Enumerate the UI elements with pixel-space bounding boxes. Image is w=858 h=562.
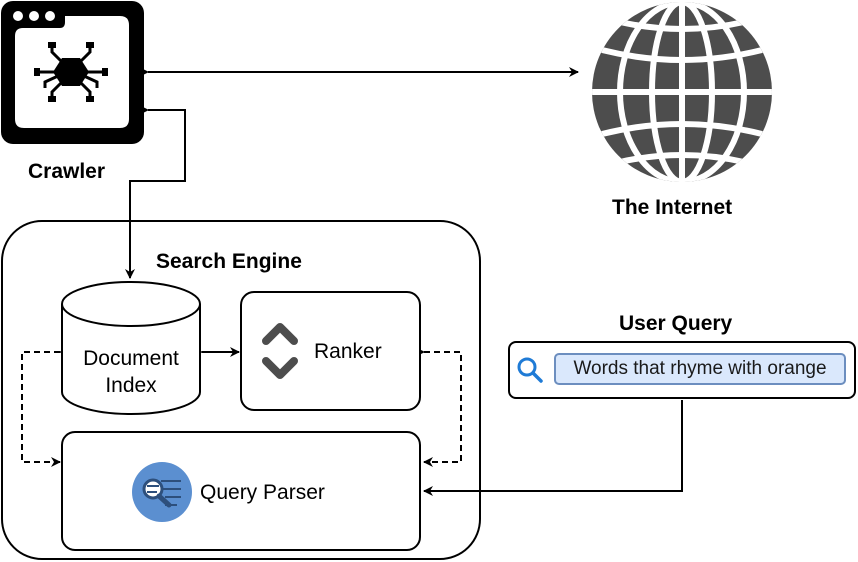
query-search-list-icon bbox=[132, 462, 192, 522]
ranker-parser-dashed-arrow bbox=[415, 347, 462, 467]
user-query-title: User Query bbox=[619, 312, 733, 335]
globe-icon bbox=[592, 2, 772, 182]
userquery-parser-arrow bbox=[423, 400, 683, 496]
crawler-browser-window-icon bbox=[1, 1, 144, 144]
crawler-index-arrow bbox=[125, 105, 186, 279]
search-engine-title: Search Engine bbox=[156, 250, 302, 273]
index-parser-dashed-arrow bbox=[21, 347, 69, 467]
internet-label: The Internet bbox=[612, 196, 733, 219]
user-query-box: Words that rhyme with orange bbox=[508, 341, 856, 399]
ranker-label: Ranker bbox=[314, 340, 382, 363]
query-parser-label: Query Parser bbox=[200, 481, 325, 504]
document-index-label[interactable]: Document Index bbox=[62, 345, 200, 399]
query-parser-node[interactable]: Query Parser bbox=[61, 431, 421, 551]
up-down-chevron-icon bbox=[262, 323, 298, 379]
database-cylinder-icon bbox=[61, 281, 201, 415]
ranker-node[interactable]: Ranker bbox=[240, 291, 421, 411]
search-query-field[interactable]: Words that rhyme with orange bbox=[554, 353, 846, 385]
document-index-line2: Index bbox=[105, 374, 157, 397]
document-index-line1: Document bbox=[83, 347, 179, 370]
search-icon[interactable] bbox=[516, 356, 544, 384]
crawler-label: Crawler bbox=[28, 160, 106, 183]
